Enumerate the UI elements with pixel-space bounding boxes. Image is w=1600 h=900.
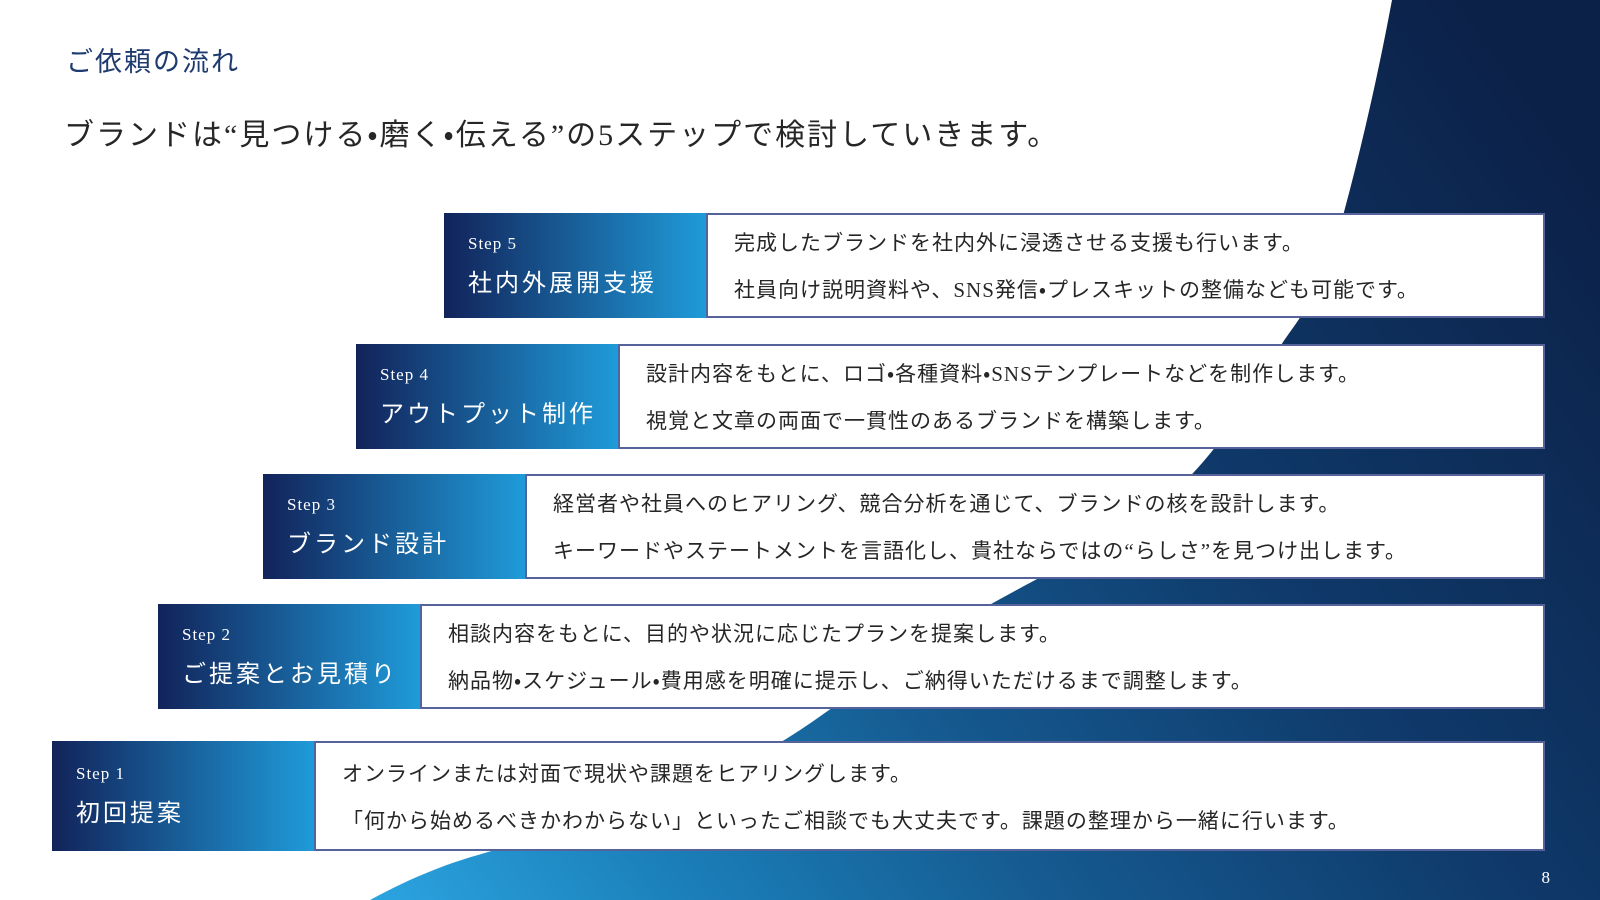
step-5-number: Step 5 — [468, 233, 517, 253]
step-row-3: Step 3 ブランド設計 経営者や社員へのヒアリング、競合分析を通じて、ブラン… — [263, 474, 1545, 579]
step-1-description-line-1: オンラインまたは対面で現状や課題をヒアリングします。 — [342, 761, 912, 786]
step-4-description-box: 設計内容をもとに、ロゴ・各種資料・SNSテンプレートなどを制作します。 視覚と文… — [618, 344, 1545, 449]
page-title: ご依頼の流れ — [66, 47, 240, 77]
step-3-description-line-1: 経営者や社員へのヒアリング、競合分析を通じて、ブランドの核を設計します。 — [553, 492, 1341, 516]
step-4-title: アウトプット制作 — [380, 401, 596, 428]
step-2-title: ご提案とお見積り — [182, 661, 398, 688]
step-1-description-line-2: 「何から始めるべきかわからない」といったご相談でも大丈夫です。課題の整理から一緒… — [342, 808, 1350, 833]
step-1-label-box: Step 1 初回提案 — [52, 741, 314, 851]
step-4-description-line-1: 設計内容をもとに、ロゴ・各種資料・SNSテンプレートなどを制作します。 — [646, 362, 1361, 386]
step-row-4: Step 4 アウトプット制作 設計内容をもとに、ロゴ・各種資料・SNSテンプレ… — [356, 344, 1545, 449]
step-3-label-box: Step 3 ブランド設計 — [263, 474, 525, 579]
step-2-description-line-2: 納品物・スケジュール・費用感を明確に提示し、ご納得いただけるまで調整します。 — [448, 669, 1253, 693]
step-5-description-line-2: 社員向け説明資料や、SNS発信・プレスキットの整備なども可能です。 — [734, 278, 1419, 302]
step-5-title: 社内外展開支援 — [468, 270, 657, 297]
step-2-description-line-1: 相談内容をもとに、目的や状況に応じたプランを提案します。 — [448, 622, 1061, 646]
step-3-description-box: 経営者や社員へのヒアリング、競合分析を通じて、ブランドの核を設計します。 キーワ… — [525, 474, 1545, 579]
step-row-1: Step 1 初回提案 オンラインまたは対面で現状や課題をヒアリングします。 「… — [52, 741, 1545, 851]
step-1-description-box: オンラインまたは対面で現状や課題をヒアリングします。 「何から始めるべきかわから… — [314, 741, 1545, 851]
step-1-title: 初回提案 — [76, 801, 184, 827]
step-row-2: Step 2 ご提案とお見積り 相談内容をもとに、目的や状況に応じたプランを提案… — [158, 604, 1545, 709]
page-number: 8 — [1541, 868, 1551, 887]
step-5-label-box: Step 5 社内外展開支援 — [444, 213, 706, 318]
step-5-description-box: 完成したブランドを社内外に浸透させる支援も行います。 社員向け説明資料や、SNS… — [706, 213, 1545, 318]
step-2-number: Step 2 — [182, 624, 231, 644]
step-3-title: ブランド設計 — [287, 531, 449, 558]
step-5-description-line-1: 完成したブランドを社内外に浸透させる支援も行います。 — [734, 231, 1304, 255]
step-4-label-box: Step 4 アウトプット制作 — [356, 344, 618, 449]
step-4-description-line-2: 視覚と文章の両面で一貫性のあるブランドを構築します。 — [646, 409, 1216, 433]
step-2-description-box: 相談内容をもとに、目的や状況に応じたプランを提案します。 納品物・スケジュール・… — [420, 604, 1545, 709]
step-row-5: Step 5 社内外展開支援 完成したブランドを社内外に浸透させる支援も行います… — [444, 213, 1545, 318]
step-3-number: Step 3 — [287, 494, 336, 514]
step-2-label-box: Step 2 ご提案とお見積り — [158, 604, 420, 709]
step-3-description-line-2: キーワードやステートメントを言語化し、貴社ならではの“らしさ”を見つけ出します。 — [553, 539, 1407, 563]
page-subtitle: ブランドは“見つける・磨く・伝える”の5ステップで検討していきます。 — [64, 119, 1060, 152]
step-1-number: Step 1 — [76, 764, 125, 783]
step-4-number: Step 4 — [380, 364, 429, 384]
